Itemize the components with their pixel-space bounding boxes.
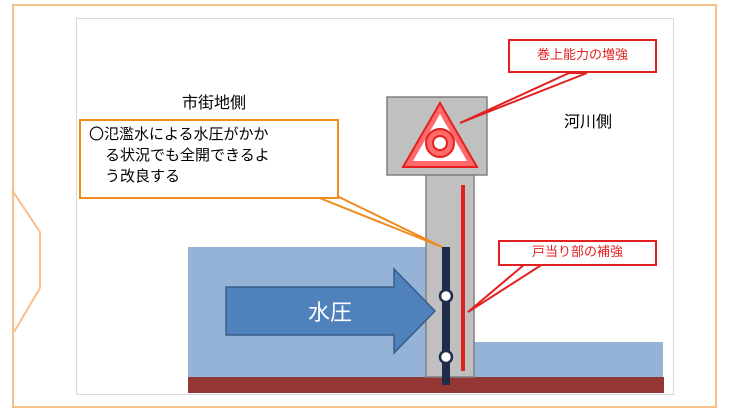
gate-roller-upper <box>438 288 454 304</box>
water-pressure-arrow <box>225 267 437 355</box>
water-pressure-label: 水圧 <box>307 301 352 326</box>
water-river-side <box>473 342 663 378</box>
improvement-note-line1: 〇氾濫水による水圧がかか <box>89 125 269 143</box>
door-callout-pointer <box>467 263 547 313</box>
improvement-note-line2: る状況でも全開できるよ <box>105 146 270 164</box>
door-contact-reinforcement-callout: 戸当り部の補強 <box>498 240 657 266</box>
note-callout-pointer <box>316 196 443 248</box>
river-side-label: 河川側 <box>564 112 613 131</box>
hoist-callout-pointer <box>459 72 588 124</box>
hoist-wheel-hub <box>432 135 448 151</box>
improvement-note-line3: う改良する <box>105 167 181 185</box>
gate-roller-lower <box>438 349 454 365</box>
improvement-note-callout: 〇氾濫水による水圧がかか る状況でも全開できるよ う改良する <box>79 119 339 199</box>
ground <box>188 377 664 393</box>
guide-line-lower <box>13 287 41 333</box>
gate-door <box>442 247 450 385</box>
hoist-reinforcement-callout: 巻上能力の増強 <box>508 39 657 73</box>
guide-line-upper <box>11 189 41 233</box>
diagram-canvas <box>188 72 664 393</box>
city-side-label: 市街地側 <box>182 93 247 112</box>
sluice-gate-diagram: 市街地側 河川側 巻上能力の増強 戸当り部の補強 〇氾濫水による水圧がかか る状… <box>76 18 674 395</box>
